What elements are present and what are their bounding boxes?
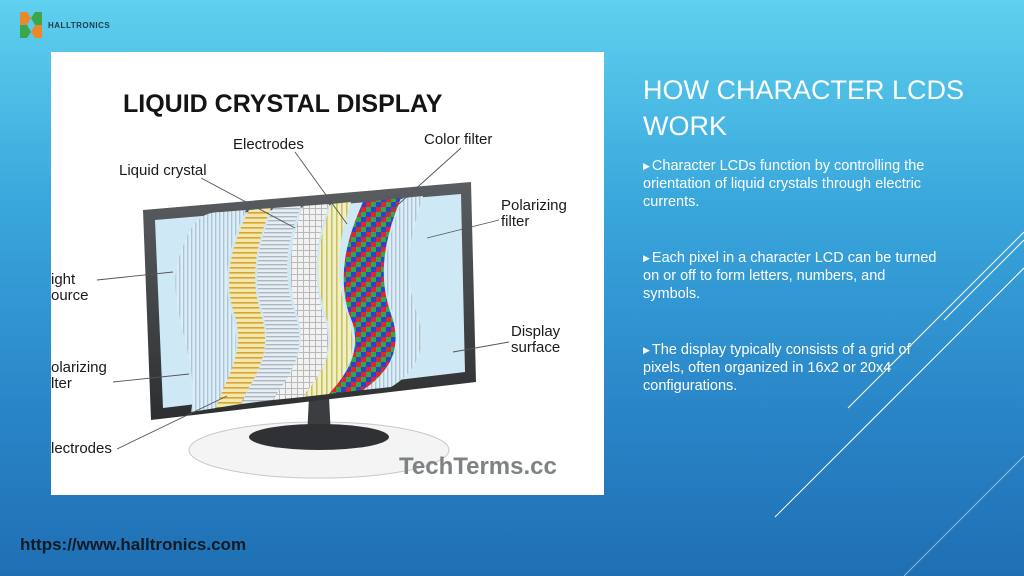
leader-lines bbox=[96, 147, 510, 450]
bullet-item: ▶Each pixel in a character LCD can be tu… bbox=[643, 249, 943, 303]
footer-url[interactable]: https://www.halltronics.com bbox=[20, 535, 247, 554]
bullet-list: ▶Character LCDs function by controlling … bbox=[643, 157, 943, 433]
brand-name: HALLTRONICS bbox=[48, 20, 111, 30]
label-polarizing-left-1: olarizing bbox=[51, 359, 107, 376]
color-filter-panel bbox=[329, 198, 401, 394]
stand-base bbox=[249, 424, 389, 450]
watermark: TechTerms.cc bbox=[399, 453, 557, 480]
label-light-source-1: ight bbox=[51, 271, 76, 288]
grid-panel bbox=[273, 204, 329, 400]
triangle-right-icon: ▶ bbox=[643, 253, 650, 263]
slide-title: HOW CHARACTER LCDS WORK bbox=[643, 75, 965, 141]
polarizer-panel-right bbox=[363, 196, 423, 390]
brand-logo: HALLTRONICS bbox=[20, 12, 110, 38]
bullet-text: Each pixel in a character LCD can be tur… bbox=[643, 250, 937, 302]
label-display-surface-1: Display bbox=[511, 323, 561, 340]
liquid-crystal-panel bbox=[241, 206, 301, 404]
bullet-item: ▶Character LCDs function by controlling … bbox=[643, 157, 943, 211]
lcd-diagram: LIQUID CRYSTAL DISPLAY Electrodes Color … bbox=[51, 52, 604, 495]
label-polarizing-right-2: filter bbox=[501, 213, 529, 230]
label-polarizing-left-2: lter bbox=[51, 375, 72, 392]
label-display-surface-2: surface bbox=[511, 339, 560, 356]
label-color-filter: Color filter bbox=[424, 131, 492, 148]
label-light-source-2: ource bbox=[51, 287, 89, 304]
diagram-heading: LIQUID CRYSTAL DISPLAY bbox=[123, 90, 443, 118]
triangle-right-icon: ▶ bbox=[643, 345, 650, 355]
electrode-panel-right bbox=[303, 202, 353, 397]
bullet-text: The display typically consists of a grid… bbox=[643, 342, 911, 394]
halltronics-logo-icon bbox=[20, 12, 42, 38]
bullet-item: ▶The display typically consists of a gri… bbox=[643, 341, 943, 395]
triangle-right-icon: ▶ bbox=[643, 161, 650, 171]
label-electrodes-bottom: lectrodes bbox=[51, 440, 112, 457]
bullet-text: Character LCDs function by controlling t… bbox=[643, 158, 925, 210]
polarizer-panel-left bbox=[175, 210, 246, 412]
label-polarizing-right-1: Polarizing bbox=[501, 197, 567, 214]
electrode-panel-left bbox=[216, 208, 271, 408]
label-electrodes-top: Electrodes bbox=[233, 136, 304, 153]
label-liquid-crystal: Liquid crystal bbox=[119, 162, 207, 179]
